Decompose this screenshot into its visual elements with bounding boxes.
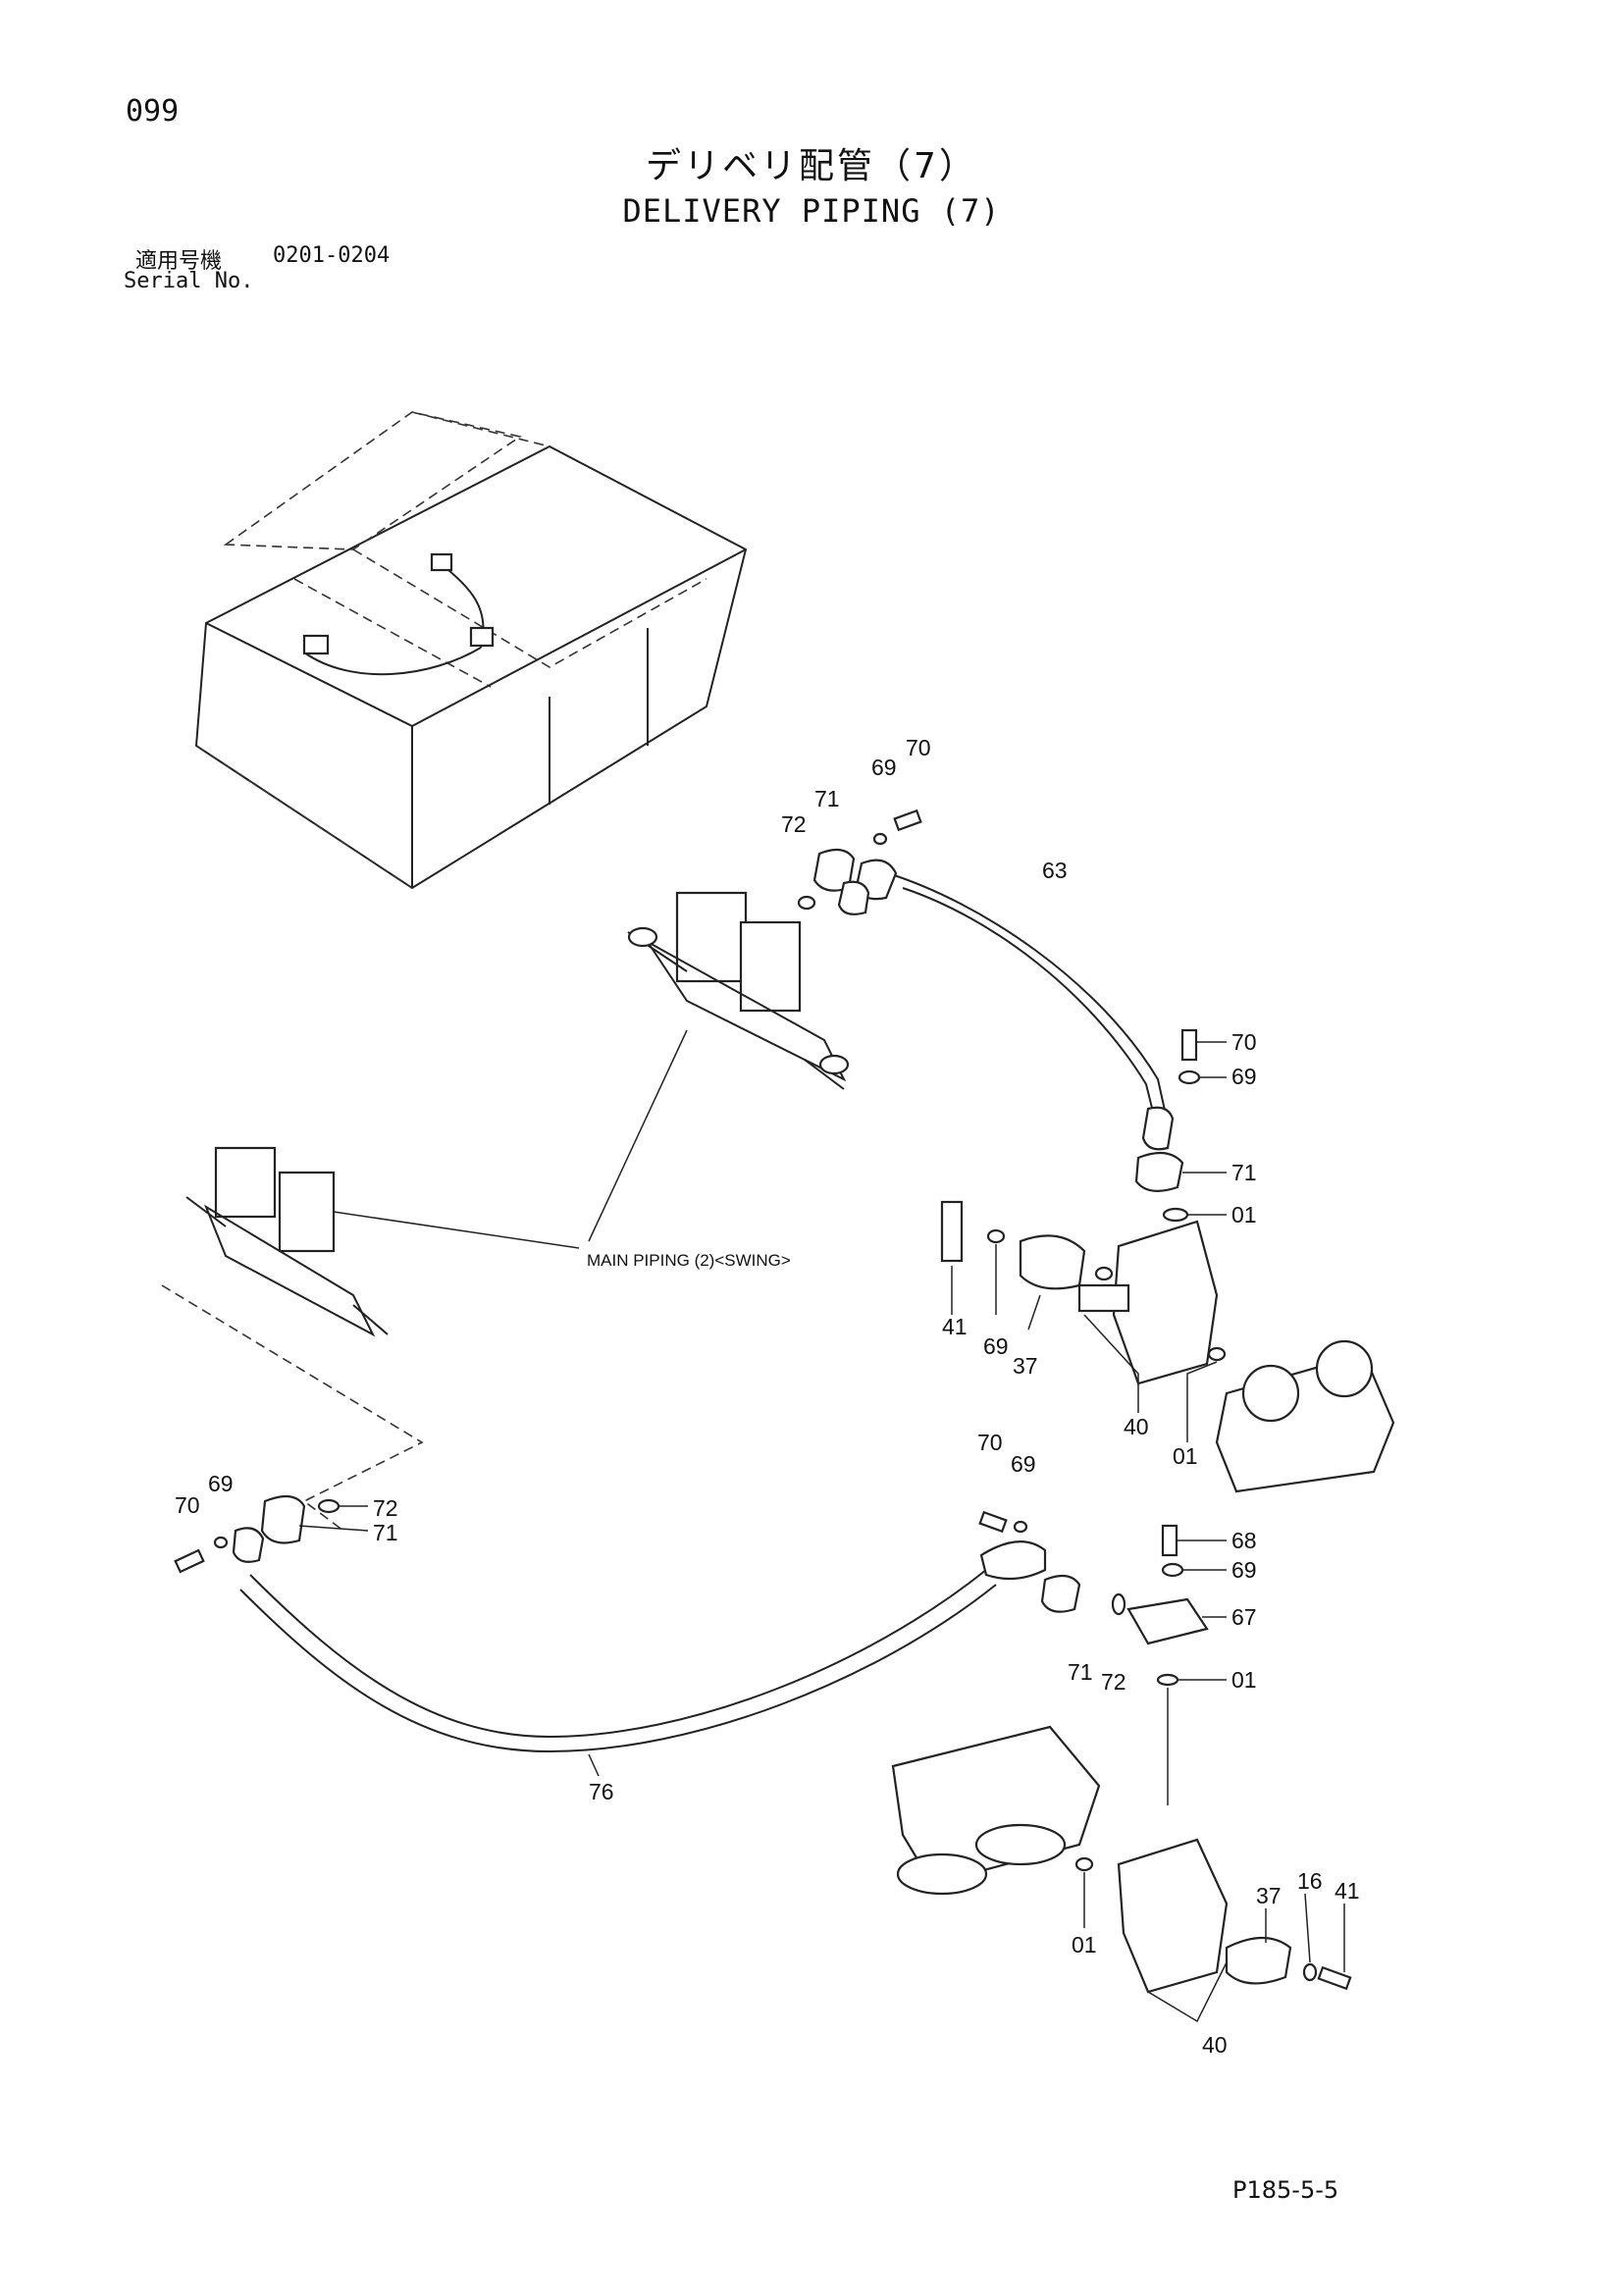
reference-note: MAIN PIPING (2)<SWING> — [587, 1251, 791, 1270]
callout-72-left: 72 — [373, 1495, 398, 1521]
title-japanese: デリベリ配管（7） — [646, 146, 977, 186]
callout-69-right: 69 — [1231, 1064, 1257, 1089]
callout-41-lower: 41 — [1335, 1878, 1360, 1904]
machine-frame-drawing — [194, 411, 748, 890]
callout-69-bottom: 69 — [1011, 1451, 1036, 1477]
callout-41-middle: 41 — [942, 1314, 968, 1339]
pump-assembly-lower — [891, 1725, 1352, 2023]
callout-01-lower: 01 — [1072, 1932, 1097, 1957]
swing-valve-left — [185, 1146, 389, 1337]
callout-67-bottom: 67 — [1231, 1604, 1257, 1630]
hose-63 — [855, 859, 1175, 1151]
lower-right-clamp-set — [978, 1510, 1227, 1805]
callout-72-top: 72 — [781, 811, 807, 837]
callout-69-middle: 69 — [983, 1333, 1009, 1359]
callout-63: 63 — [1042, 858, 1068, 883]
hose-76 — [239, 1540, 1047, 1777]
serial-label-japanese: 適用号機 — [135, 249, 223, 274]
callout-01-bottom: 01 — [1231, 1667, 1257, 1693]
callout-40-middle: 40 — [1124, 1414, 1149, 1439]
lower-left-clamp-set — [174, 1494, 369, 1574]
page-code: P185-5-5 — [1232, 2176, 1339, 2204]
callout-68-bottom: 68 — [1231, 1528, 1257, 1553]
callout-69-bottom-2: 69 — [1231, 1557, 1257, 1583]
callout-69-top: 69 — [871, 755, 897, 780]
title-english: DELIVERY PIPING (7) — [622, 192, 1001, 230]
callout-76: 76 — [589, 1779, 614, 1804]
callout-70-left: 70 — [175, 1492, 200, 1518]
callout-70-bottom: 70 — [977, 1430, 1003, 1455]
callout-70-right: 70 — [1231, 1029, 1257, 1055]
callout-70-top: 70 — [906, 735, 931, 760]
right-clamp-set — [1134, 1028, 1227, 1223]
callout-37-middle: 37 — [1013, 1353, 1038, 1379]
callout-01-middle: 01 — [1173, 1443, 1198, 1469]
callout-37-lower: 37 — [1256, 1883, 1282, 1908]
page-number: 099 — [126, 94, 180, 129]
serial-label-english: Serial No. — [124, 269, 254, 293]
callout-69-left: 69 — [208, 1471, 234, 1496]
callout-71-bottom: 71 — [1068, 1659, 1093, 1685]
callout-71-left: 71 — [373, 1520, 398, 1545]
serial-range: 0201-0204 — [273, 243, 391, 268]
callout-71-top: 71 — [814, 786, 840, 811]
callout-71-right: 71 — [1231, 1160, 1257, 1185]
callout-16-lower: 16 — [1297, 1868, 1323, 1894]
pump-assembly-middle — [940, 1200, 1395, 1493]
reference-leaders — [161, 1029, 688, 1532]
callout-01-right: 01 — [1231, 1202, 1257, 1227]
callout-40-lower: 40 — [1202, 2032, 1228, 2058]
upper-clamp-set — [797, 809, 922, 915]
callout-72-bottom: 72 — [1101, 1669, 1126, 1695]
swing-valve-upper — [627, 891, 850, 1090]
